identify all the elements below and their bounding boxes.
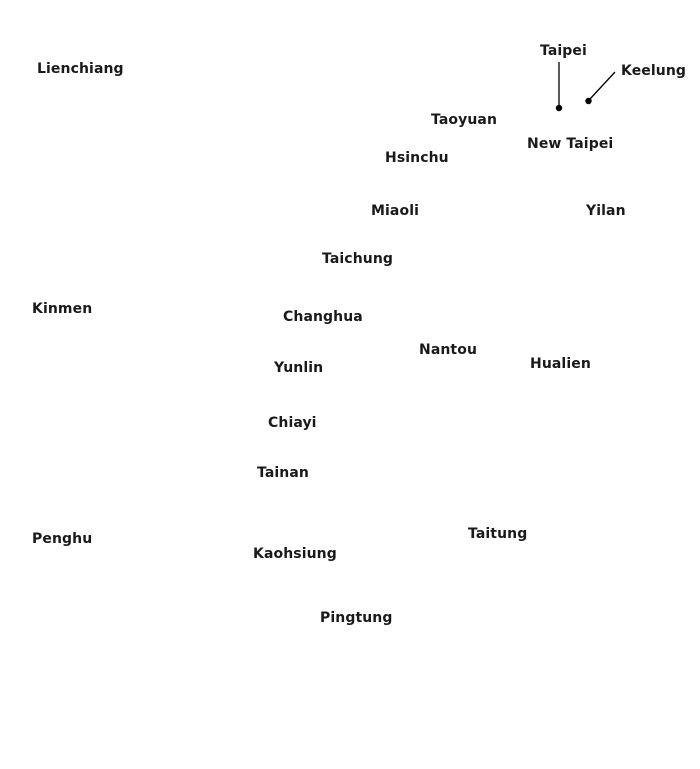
- label-nantou: Nantou: [419, 342, 478, 358]
- keelung-leader-line: [589, 71, 616, 100]
- label-tainan: Tainan: [257, 465, 309, 481]
- label-taoyuan: Taoyuan: [431, 112, 498, 128]
- label-hsinchu: Hsinchu: [385, 150, 449, 166]
- label-keelung: Keelung: [621, 63, 687, 79]
- label-taichung: Taichung: [322, 251, 394, 267]
- label-changhua: Changhua: [283, 309, 363, 325]
- label-miaoli: Miaoli: [371, 203, 419, 219]
- label-yilan: Yilan: [586, 203, 626, 219]
- label-new-taipei: New Taipei: [527, 136, 614, 152]
- keelung-marker-dot: [585, 97, 592, 105]
- label-kinmen: Kinmen: [32, 301, 93, 317]
- label-pingtung: Pingtung: [320, 610, 393, 626]
- label-taitung: Taitung: [468, 526, 528, 542]
- label-taipei: Taipei: [540, 43, 587, 59]
- label-chiayi: Chiayi: [268, 415, 317, 431]
- label-kaohsiung: Kaohsiung: [253, 546, 337, 562]
- taipei-marker-dot: [555, 104, 563, 112]
- label-hualien: Hualien: [530, 356, 591, 372]
- label-penghu: Penghu: [32, 531, 93, 547]
- label-lienchiang: Lienchiang: [37, 61, 124, 77]
- label-yunlin: Yunlin: [274, 360, 324, 376]
